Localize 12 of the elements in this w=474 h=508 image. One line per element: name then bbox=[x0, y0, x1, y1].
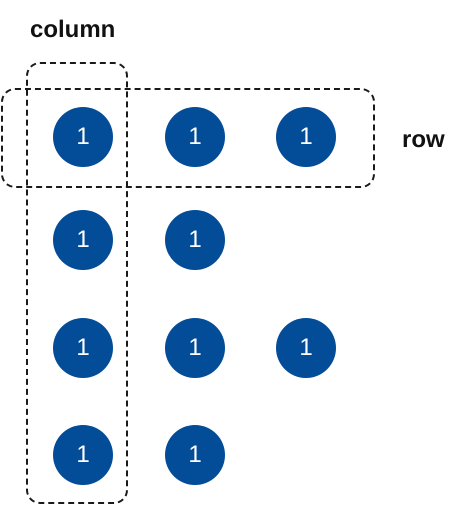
number-label: 1 bbox=[76, 228, 90, 252]
number-label: 1 bbox=[188, 336, 202, 360]
number-label: 1 bbox=[76, 336, 90, 360]
number-label: 1 bbox=[299, 336, 313, 360]
number-label: 1 bbox=[188, 125, 202, 149]
group-label: column bbox=[30, 16, 116, 44]
number-label: 1 bbox=[299, 125, 313, 149]
group-label: row bbox=[402, 126, 445, 154]
number-label: 1 bbox=[76, 125, 90, 149]
number-label: 1 bbox=[76, 443, 90, 467]
number-label: 1 bbox=[188, 228, 202, 252]
number-label: 1 bbox=[188, 443, 202, 467]
